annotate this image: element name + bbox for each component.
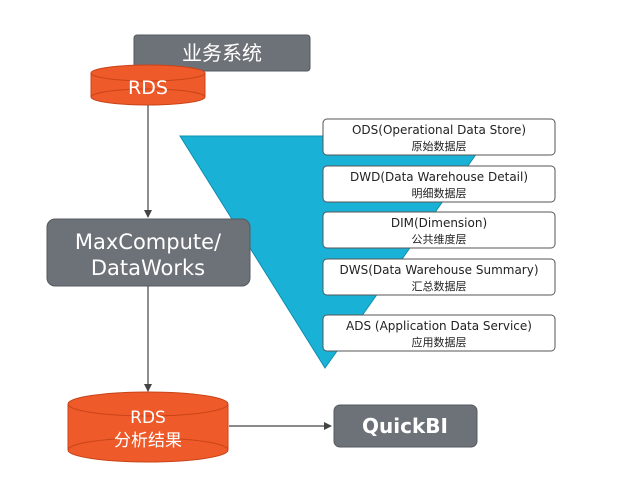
business-system-box [133,34,311,72]
quickbi-box [333,404,478,448]
layer-dws: DWS(Data Warehouse Summary) 汇总数据层 [322,258,556,296]
layer-dim: DIM(Dimension) 公共维度层 [322,211,556,249]
layer-title: ODS(Operational Data Store) [352,123,526,137]
maxcompute-label-line1: MaxCompute/ [75,230,222,254]
quickbi-label: QuickBI [362,414,448,438]
layer-dwd: DWD(Data Warehouse Detail) 明细数据层 [322,165,556,203]
business-system-label: 业务系统 [182,41,262,65]
rds-result-label-line2: 分析结果 [114,431,182,451]
rds-source-cylinder: RDS [90,64,206,106]
rds-result-cylinder: RDS 分析结果 [67,391,229,463]
rds-source-label: RDS [128,77,168,99]
layer-title: DWD(Data Warehouse Detail) [350,170,528,184]
maxcompute-box [46,218,251,287]
layer-subtitle: 明细数据层 [412,186,467,200]
layer-subtitle: 原始数据层 [412,139,467,153]
layer-title: DWS(Data Warehouse Summary) [339,263,538,277]
maxcompute-node: MaxCompute/ DataWorks [46,218,251,287]
layer-subtitle: 汇总数据层 [412,279,467,293]
layer-title: ADS (Application Data Service) [346,319,532,333]
connectors [144,100,332,430]
layer-ads: ADS (Application Data Service) 应用数据层 [322,314,556,352]
layer-ods: ODS(Operational Data Store) 原始数据层 [322,118,556,156]
maxcompute-label-line2: DataWorks [91,256,205,280]
rds-result-label-line1: RDS [130,408,166,428]
business-system-node: 业务系统 [133,34,311,72]
layer-subtitle: 应用数据层 [412,335,467,349]
layer-title: DIM(Dimension) [391,216,487,230]
layer-subtitle: 公共维度层 [412,232,467,246]
layer-list: ODS(Operational Data Store) 原始数据层 DWD(Da… [322,118,556,352]
quickbi-node: QuickBI [333,404,478,448]
